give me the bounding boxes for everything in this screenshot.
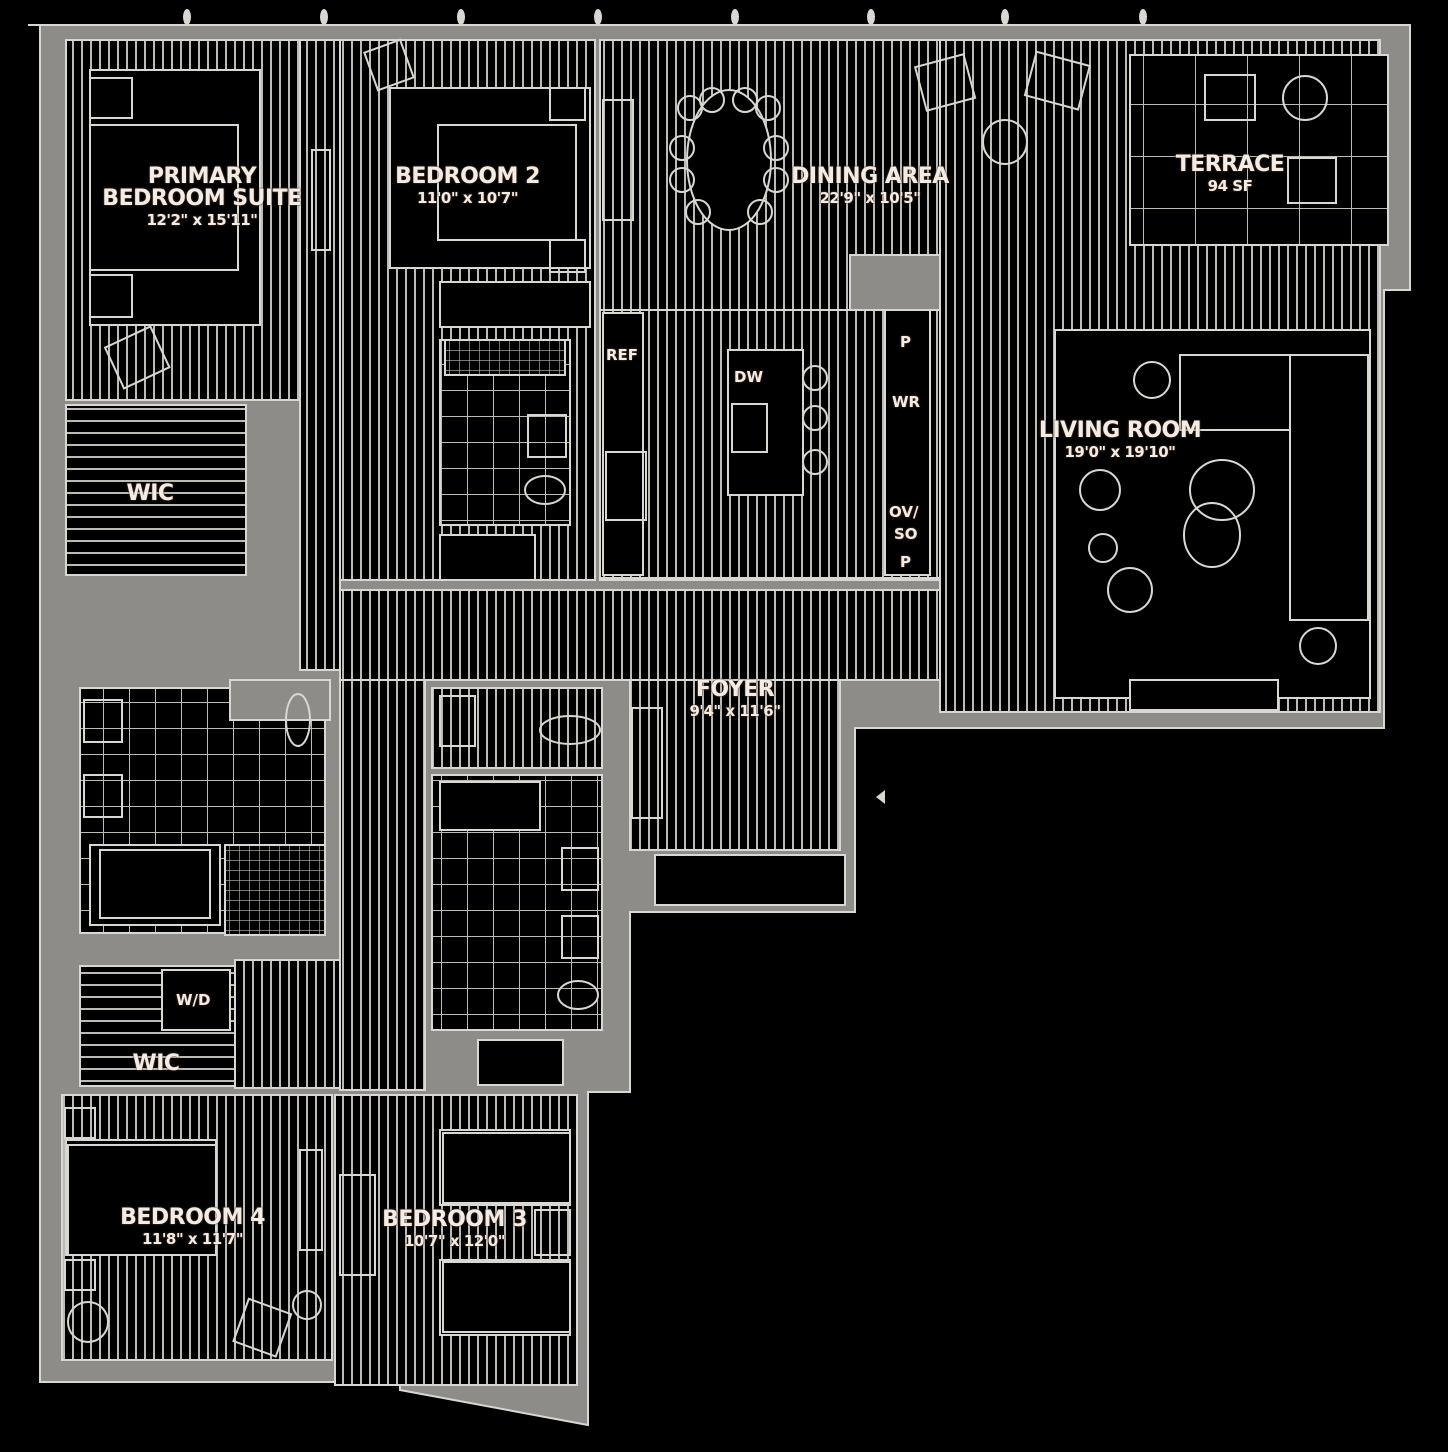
appliance-label-ref: REF — [606, 346, 639, 364]
appliance-label-pantry-top: P — [900, 333, 911, 351]
room-name: WIC — [132, 1051, 180, 1076]
room-label-dining-area: DINING AREA 22'9" x 10'5" — [785, 166, 955, 206]
room-name: BEDROOM 2 — [395, 164, 540, 189]
room-dimensions: 10'7" x 12'0" — [403, 1232, 506, 1250]
appliance-label-dw: DW — [734, 368, 763, 386]
room-label-primary-bedroom: PRIMARY BEDROOM SUITE 12'2" x 15'11" — [92, 166, 312, 228]
room-dimensions: 94 SF — [1207, 177, 1253, 195]
room-name: BEDROOM 3 — [382, 1207, 527, 1232]
room-label-terrace: TERRACE 94 SF — [1170, 154, 1290, 194]
room-label-foyer: FOYER 9'4" x 11'6" — [670, 679, 800, 719]
furniture — [64, 38, 1369, 1358]
room-dimensions: 22'9" x 10'5" — [819, 189, 921, 207]
room-name: BEDROOM 4 — [120, 1205, 265, 1230]
room-dimensions: 11'0" x 10'7" — [416, 189, 519, 207]
room-label-wic-1: WIC — [110, 483, 190, 505]
room-label-bedroom-4: BEDROOM 4 11'8" x 11'7" — [110, 1207, 275, 1247]
room-dimensions: 9'4" x 11'6" — [689, 702, 781, 720]
entry-arrow-icon — [876, 790, 885, 804]
room-label-wic-2: WIC — [116, 1053, 196, 1075]
room-label-bedroom-3: BEDROOM 3 10'7" x 12'0" — [372, 1209, 537, 1249]
appliance-label-wr: WR — [892, 393, 921, 411]
appliance-label-pantry-bottom: P — [900, 553, 911, 571]
floors — [61, 39, 1389, 1386]
room-label-living-room: LIVING ROOM 19'0" x 19'10" — [1025, 420, 1215, 460]
room-name: BEDROOM SUITE — [102, 186, 302, 211]
window-markers — [183, 9, 1147, 25]
room-name: PRIMARY — [147, 164, 257, 189]
room-dimensions: 12'2" x 15'11" — [146, 211, 259, 229]
room-name: DINING AREA — [791, 164, 949, 189]
appliance-label-wd: W/D — [176, 991, 211, 1009]
room-name: LIVING ROOM — [1038, 418, 1202, 443]
appliance-label-so: SO — [894, 525, 918, 543]
room-name: FOYER — [695, 677, 775, 702]
room-name: TERRACE — [1175, 152, 1285, 177]
room-dimensions: 19'0" x 19'10" — [1064, 443, 1177, 461]
appliance-label-ov: OV/ — [889, 503, 919, 521]
room-dimensions: 11'8" x 11'7" — [141, 1230, 244, 1248]
room-label-bedroom-2: BEDROOM 2 11'0" x 10'7" — [385, 166, 550, 206]
room-name: WIC — [126, 481, 174, 506]
